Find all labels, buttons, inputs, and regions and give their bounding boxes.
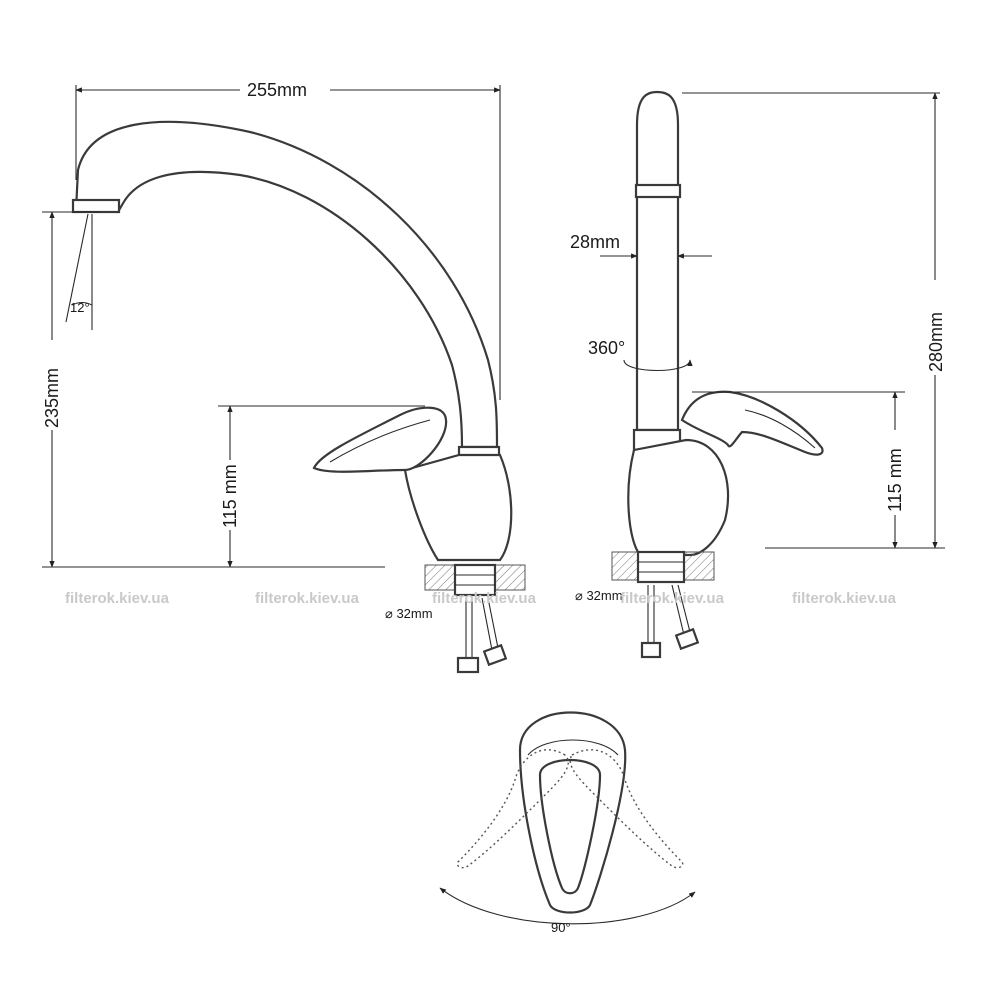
top-handle-left-position (456, 749, 569, 869)
watermark-text: filterok.kiev.ua (432, 590, 537, 607)
dim-hole-right: ⌀ 32mm (575, 588, 623, 603)
front-body (627, 438, 730, 557)
dim-spout-diameter: 28mm (570, 232, 620, 252)
watermark-text: filterok.kiev.ua (255, 590, 360, 607)
watermark-text: filterok.kiev.ua (65, 590, 170, 607)
dim-handle-swing: 90° (551, 920, 571, 935)
dim-side-handle-height: 115 mm (220, 464, 240, 528)
dim-front-height: 280mm (926, 312, 946, 372)
dim-front-handle-height: 115 mm (885, 448, 905, 512)
front-counter-left (611, 551, 639, 581)
front-spout (635, 90, 680, 432)
top-handle-right-position (569, 749, 684, 869)
watermark-text: filterok.kiev.ua (792, 590, 897, 607)
side-aerator (71, 198, 121, 214)
side-spout (74, 120, 499, 449)
side-view: 255mm 235mm 115 mm 12° ⌀ 32mm (42, 80, 526, 674)
dim-side-height: 235mm (42, 368, 62, 428)
dim-hole-left: ⌀ 32mm (385, 606, 433, 621)
front-view: 280mm 115 mm 28mm 360° ⌀ 32mm (570, 90, 946, 659)
dim-spout-width: 255mm (247, 80, 307, 100)
dim-spout-angle: 12° (70, 300, 90, 315)
top-view: 90° (439, 711, 696, 935)
dim-rotation: 360° (588, 338, 625, 358)
side-counter-right (494, 564, 526, 591)
watermarks: filterok.kiev.ua filterok.kiev.ua filter… (65, 590, 897, 607)
watermark-text: filterok.kiev.ua (620, 590, 725, 607)
side-counter-left (424, 564, 456, 591)
side-handle (312, 406, 448, 473)
front-counter-right (683, 551, 715, 581)
side-body (403, 453, 513, 562)
